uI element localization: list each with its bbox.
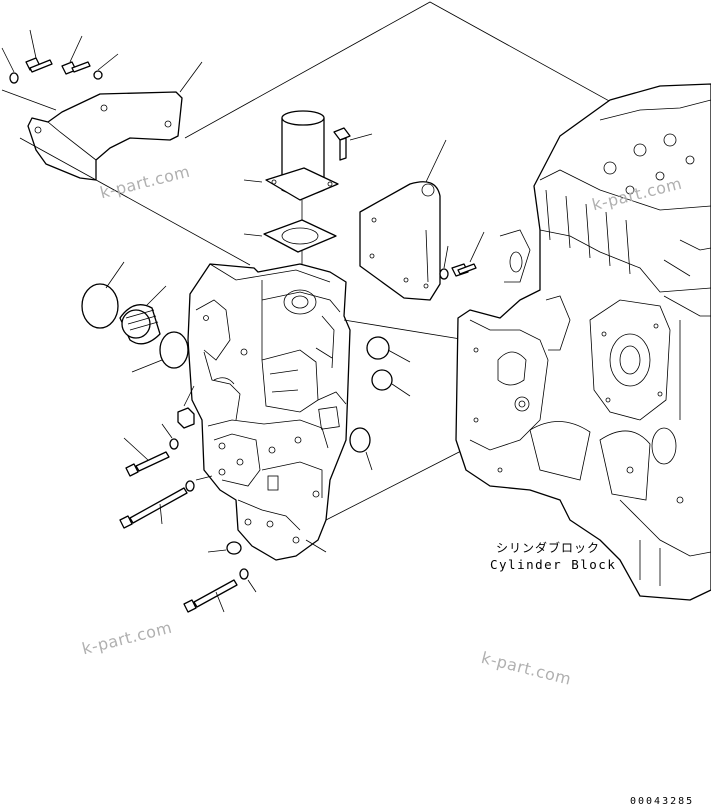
top-leader-line	[184, 1, 641, 139]
cylinder-block-label-en: Cylinder Block	[490, 557, 617, 572]
o-ring-large	[81, 261, 125, 329]
o-ring-small-b	[371, 369, 411, 397]
cover-plate	[359, 139, 447, 301]
bracket-plate	[1, 61, 251, 266]
plug-cap-right	[349, 427, 373, 471]
pipe-bolt	[333, 127, 373, 161]
drawing-code: 00043285	[630, 796, 695, 807]
bolt-long	[119, 475, 213, 529]
pipe-flange	[243, 167, 339, 201]
oil-filter-element	[119, 285, 167, 345]
bolt-short	[123, 423, 179, 477]
bolt-bottom	[183, 568, 257, 613]
drain-plug-upper	[177, 385, 195, 429]
oil-cooler-housing	[187, 263, 621, 561]
small-washer-1	[1, 47, 19, 84]
o-ring-medium	[131, 331, 189, 373]
small-washer-2	[93, 53, 119, 80]
pipe-gasket	[243, 219, 337, 253]
cylinder-block-label-jp: シリンダブロック	[496, 541, 601, 555]
bolt-1	[25, 29, 53, 73]
cylinder-block	[455, 83, 711, 601]
cover-bolt	[439, 231, 485, 280]
o-ring-small-a	[366, 336, 411, 363]
drain-plug-lower	[207, 541, 242, 555]
bolt-2	[61, 35, 91, 75]
